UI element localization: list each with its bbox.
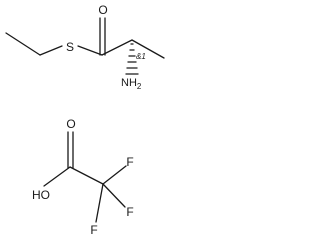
chemical-structure-canvas: O S &1 NH2 O HO F F F: [5, 3, 165, 237]
bond-cf3-f-right: [102, 183, 126, 208]
atom-label-fluorine-right: F: [126, 205, 133, 219]
amine-nh: NH: [121, 77, 137, 89]
atom-label-carboxyl-oxygen: O: [66, 117, 75, 131]
molecule-thioester: O S &1 NH2: [5, 3, 165, 91]
bond-alpha-amine-hashed-wedge: [125, 43, 139, 75]
bond-oh-carboxyl: [43, 166, 71, 187]
amine-subscript: 2: [137, 82, 142, 91]
bond-s-carbonyl: [77, 45, 103, 56]
bond-carbonyl-alpha: [101, 39, 133, 56]
bond-carboxyl-cf3: [69, 166, 104, 185]
atom-label-oxygen: O: [98, 3, 107, 17]
atom-label-sulfur: S: [66, 40, 74, 54]
molecule-trifluoroacetic-acid: O HO F F F: [32, 117, 134, 237]
bond-cf3-f-top: [102, 165, 127, 185]
bond-cf3-f-bottom-left: [95, 183, 104, 223]
atom-label-hydroxyl: HO: [32, 188, 50, 202]
stereo-label: &1: [136, 52, 146, 61]
bond-ch2-s: [39, 45, 63, 56]
atom-label-fluorine-top: F: [126, 155, 133, 169]
bond-alpha-methyl: [131, 39, 165, 59]
atom-label-amine: NH2: [121, 77, 142, 91]
bond-ch3-ch2: [5, 32, 41, 56]
atom-label-fluorine-bottom-left: F: [90, 223, 97, 237]
